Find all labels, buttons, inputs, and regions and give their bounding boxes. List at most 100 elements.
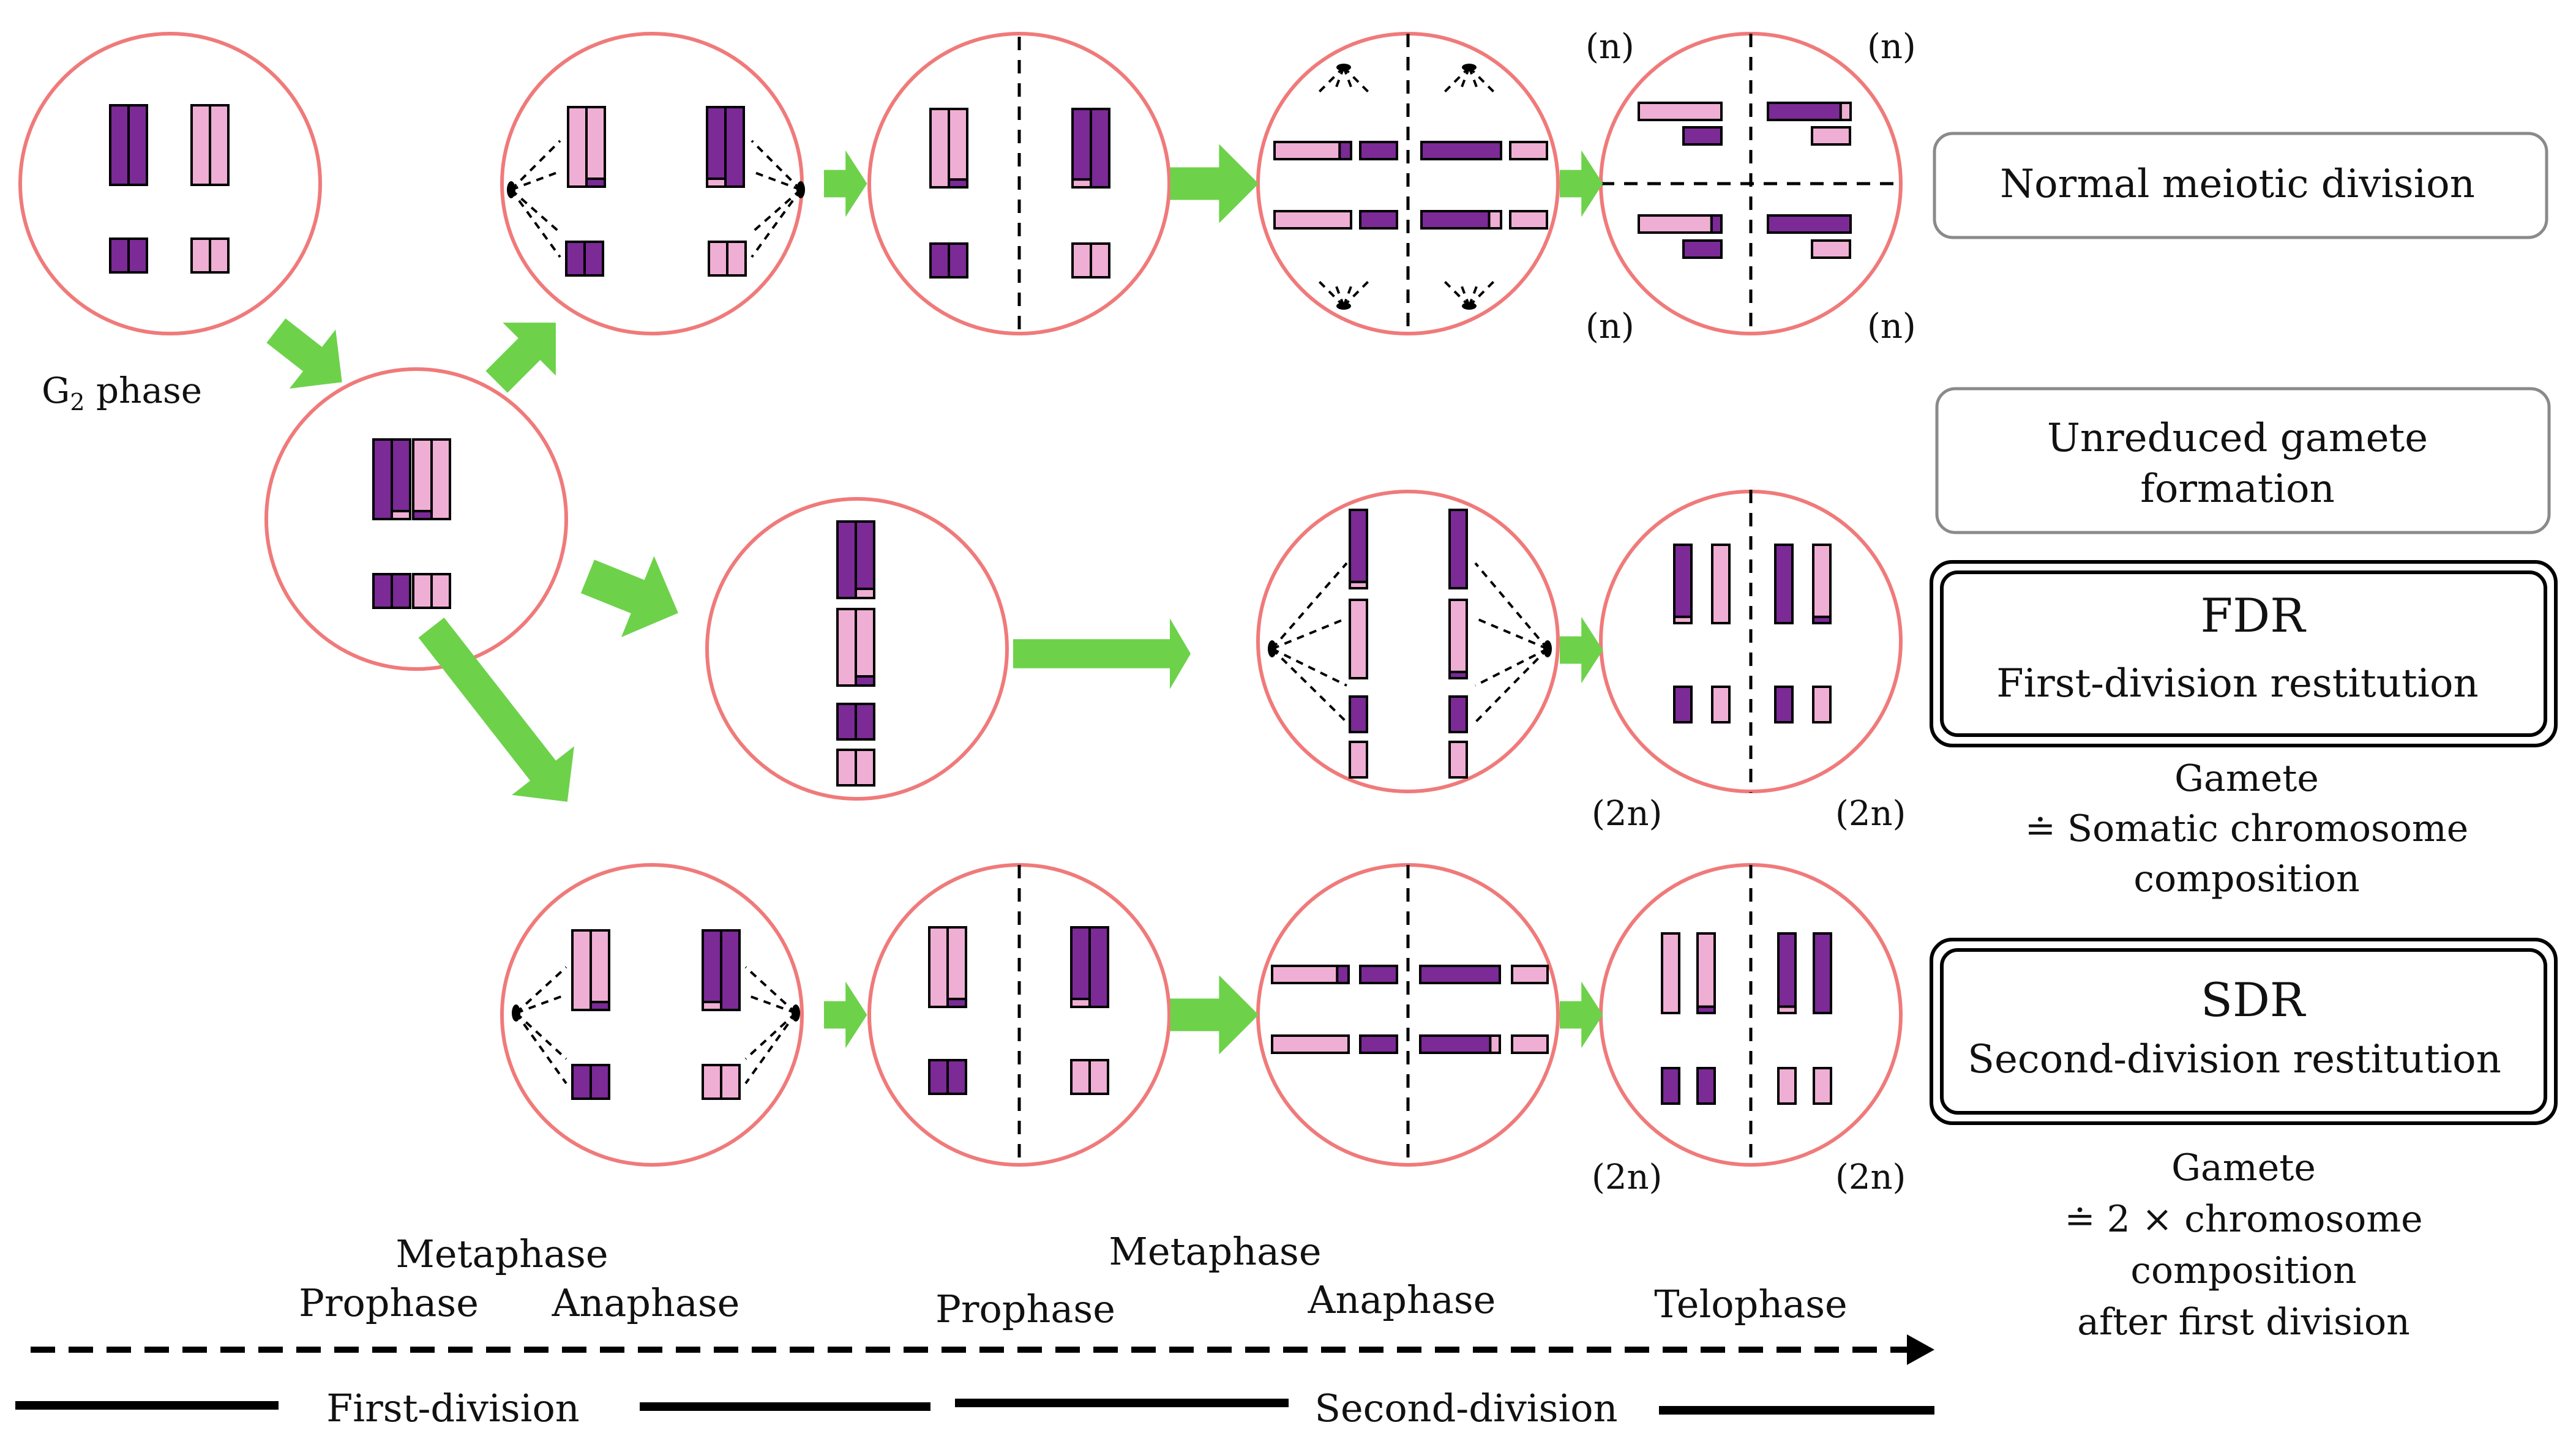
chromosome xyxy=(1088,1059,1109,1095)
chromosome xyxy=(836,520,857,599)
chromosome xyxy=(1811,239,1851,259)
chromosome xyxy=(585,178,606,188)
chromosome xyxy=(1711,544,1731,624)
chromosome xyxy=(1448,695,1468,733)
spindle-fibers xyxy=(1474,562,1549,724)
chromosome xyxy=(720,929,741,1011)
chromosome xyxy=(1777,932,1797,1014)
chromosome xyxy=(706,106,727,188)
normal-meiosis-box xyxy=(1933,132,2548,239)
spindle-fibers xyxy=(1443,280,1495,307)
arrows xyxy=(266,144,1603,1055)
timeline: Metaphase Prophase Anaphase Prophase Met… xyxy=(15,1229,1934,1430)
chromosome xyxy=(1813,932,1832,1014)
chromosome xyxy=(1349,599,1368,679)
arrow xyxy=(824,981,867,1049)
chromosome xyxy=(1448,670,1468,680)
chromosome xyxy=(1419,965,1501,984)
chromosome xyxy=(1511,965,1549,984)
chromosome xyxy=(590,1001,610,1011)
fdr-title: FDR xyxy=(2201,588,2307,643)
chromosome xyxy=(702,929,722,1011)
arrow xyxy=(418,618,574,802)
chromosome xyxy=(836,749,857,787)
chromosome xyxy=(720,1064,741,1100)
chromosome xyxy=(1774,686,1794,724)
chromosomes xyxy=(109,102,1852,1105)
chromosome xyxy=(1070,1059,1091,1095)
chromosome xyxy=(1071,178,1092,189)
sdr-note: after first division xyxy=(2077,1301,2409,1344)
chromosome xyxy=(1767,102,1852,121)
chromosome xyxy=(1839,102,1852,121)
chromosome xyxy=(109,104,130,186)
unreduced-gamete-label: Unreduced gamete xyxy=(2047,416,2428,461)
chromosome xyxy=(1638,214,1723,234)
fdr-subtitle: First-division restitution xyxy=(1996,661,2479,706)
arrow xyxy=(1560,981,1603,1049)
chromosome xyxy=(1071,242,1092,279)
ploidy-label: (n) xyxy=(1586,27,1634,67)
timeline-metaphase-1: Metaphase xyxy=(395,1232,608,1276)
chromosome xyxy=(1774,544,1794,624)
chromosome xyxy=(948,242,968,279)
chromosome xyxy=(1673,544,1693,624)
sdr-note: Gamete xyxy=(2171,1146,2316,1189)
chromosome xyxy=(412,438,433,520)
sdr-note: ≐ 2 × chromosome xyxy=(2064,1198,2422,1241)
chromosome xyxy=(590,1064,610,1100)
chromosome xyxy=(1359,141,1398,160)
cell-g2 xyxy=(18,32,322,335)
chromosome xyxy=(1090,108,1110,189)
chromosome xyxy=(1488,210,1502,230)
timeline-anaphase-1: Anaphase xyxy=(552,1281,740,1325)
chromosome xyxy=(1509,141,1548,160)
chromosome xyxy=(1090,242,1110,279)
spindle-fibers xyxy=(515,966,567,1085)
chromosome xyxy=(1271,1034,1350,1054)
sdr-subtitle: Second-division restitution xyxy=(1968,1037,2501,1082)
fdr-note: composition xyxy=(2133,858,2359,900)
spindle-fibers xyxy=(1318,280,1369,307)
chromosome xyxy=(1349,509,1368,589)
chromosome xyxy=(190,104,211,186)
timeline-metaphase-2: Metaphase xyxy=(1109,1229,1321,1274)
chromosome xyxy=(855,675,875,687)
chromosome xyxy=(412,573,433,609)
chromosome xyxy=(1273,210,1352,230)
sdr-box xyxy=(1940,948,2547,1115)
chromosome xyxy=(1812,615,1832,625)
chromosome xyxy=(1682,239,1723,259)
spindle-fibers xyxy=(1318,66,1369,93)
arrow xyxy=(824,150,867,217)
chromosome xyxy=(1682,126,1723,146)
chromosome xyxy=(1711,686,1731,724)
chromosome xyxy=(1349,695,1368,733)
sdr-box-outer xyxy=(1930,938,2558,1125)
chromosome xyxy=(1359,965,1398,984)
chromosome xyxy=(1448,599,1468,679)
ploidy-label: (n) xyxy=(1867,307,1916,346)
chromosome xyxy=(855,703,875,741)
chromosome xyxy=(929,242,950,279)
chromosome xyxy=(855,749,875,787)
chromosome xyxy=(1420,141,1502,160)
chromosome xyxy=(836,608,857,687)
chromosome xyxy=(567,106,588,188)
chromosome xyxy=(1812,544,1832,624)
chromosome xyxy=(1070,926,1091,1008)
ploidy-label: (2n) xyxy=(1592,1157,1662,1197)
chromosome xyxy=(430,438,451,520)
normal-meiosis-label: Normal meiotic division xyxy=(2000,162,2475,207)
chromosome xyxy=(1673,615,1693,625)
arrow xyxy=(1170,975,1259,1055)
chromosome xyxy=(1448,741,1468,779)
chromosome xyxy=(372,438,393,520)
chromosome xyxy=(127,104,148,186)
chromosome xyxy=(571,1064,592,1100)
text-labels: G2 phase (n) (n) (n) (n) (2n) (2n) (2n) … xyxy=(42,27,1916,1197)
arrow xyxy=(266,318,342,389)
chromosome xyxy=(708,241,728,277)
chromosome xyxy=(1696,1067,1716,1105)
chromosome xyxy=(391,438,411,520)
